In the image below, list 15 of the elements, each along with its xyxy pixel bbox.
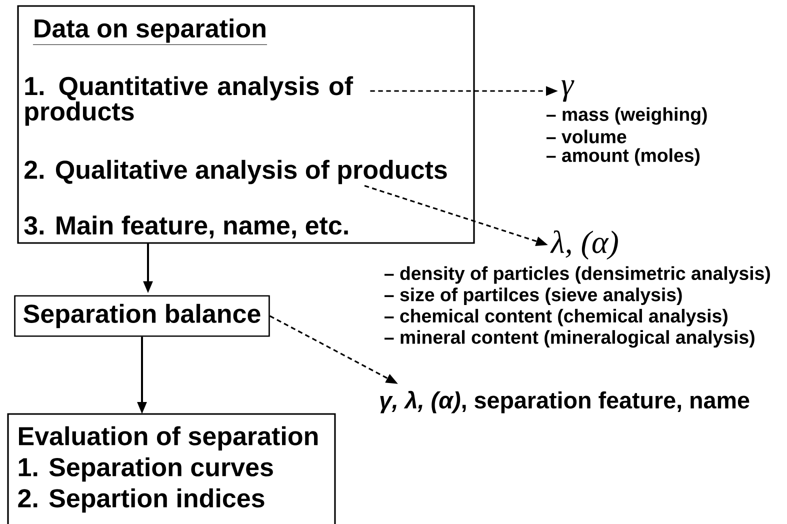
list-item: 2. Qualitative analysis of products xyxy=(24,160,447,184)
list-item: – mineral content (mineralogical analysis) xyxy=(384,330,754,348)
list-item: – chemical content (chemical analysis) xyxy=(384,308,728,326)
list-item: 1. Quantitative analysis of products xyxy=(25,76,354,126)
process-box: Evaluation of separation 1. Separation curves 2. Separtion indices xyxy=(7,413,336,524)
result-label: γ, λ, (α), separation feature, name xyxy=(380,390,750,414)
list-item: – density of particles (densimetric analysis) xyxy=(384,266,770,284)
list-item: – mass (weighing) xyxy=(546,107,707,125)
list-item: – size of partilces (sieve analysis) xyxy=(384,288,682,305)
list-item: – amount (moles) xyxy=(546,148,700,166)
symbol-label: λ, (α) xyxy=(550,230,618,260)
process-box: Separation balance xyxy=(14,295,270,337)
list-item: – volume xyxy=(546,130,626,144)
symbol-label: γ xyxy=(562,80,574,102)
list-item: 3. Main feature, name, etc. xyxy=(24,216,348,238)
